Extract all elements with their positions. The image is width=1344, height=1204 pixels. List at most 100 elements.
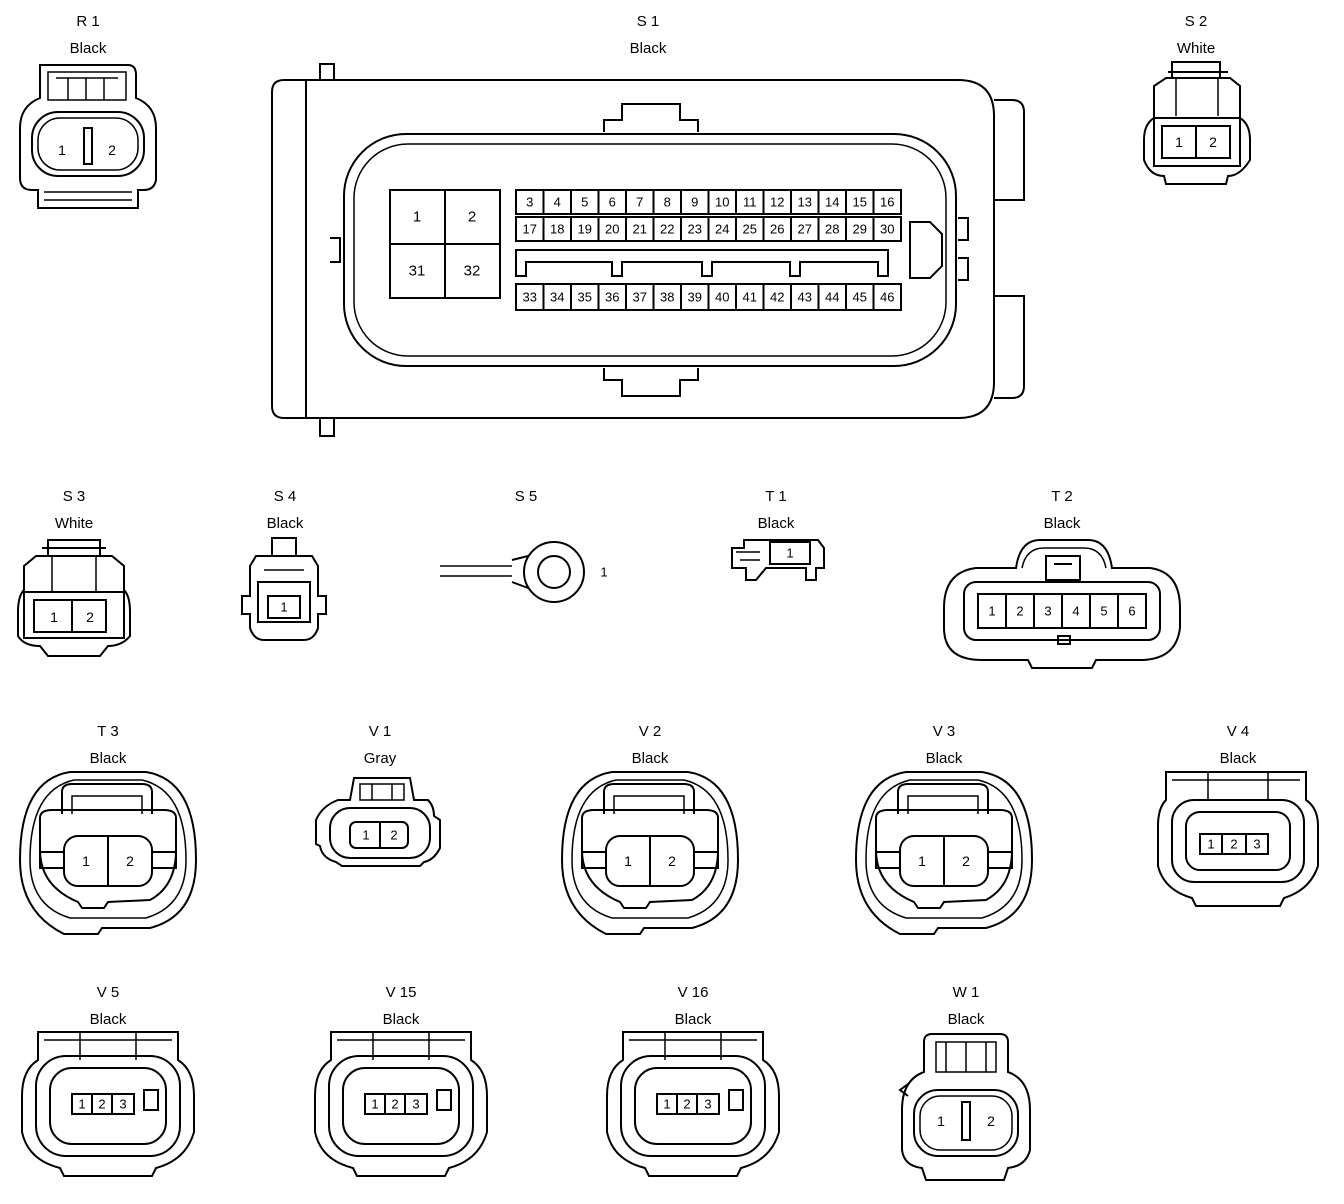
pin: 1 [988, 604, 995, 619]
pin: 35 [578, 290, 592, 305]
pin: 3 [1253, 837, 1260, 852]
pin: 2 [126, 853, 134, 869]
connector-id: V 4 [1227, 723, 1250, 740]
connector-color: Black [90, 750, 127, 767]
pin: 22 [660, 222, 674, 237]
pin: 33 [523, 290, 537, 305]
pin: 2 [86, 609, 94, 625]
pin: 3 [526, 195, 533, 210]
connector-id: V 3 [933, 723, 956, 740]
pin: 31 [409, 263, 426, 280]
pin: 2 [390, 828, 397, 843]
pin: 7 [636, 195, 643, 210]
pin: 45 [853, 290, 867, 305]
pin: 1 [1175, 134, 1183, 150]
pin: 25 [743, 222, 757, 237]
pin: 29 [853, 222, 867, 237]
connector-color: Black [632, 750, 669, 767]
connector-color: Black [758, 515, 795, 532]
connector-color: White [1177, 40, 1215, 57]
connector-id: V 2 [639, 723, 662, 740]
connector-s2: S 2 White 1 2 [1143, 13, 1251, 185]
connector-color: White [55, 515, 93, 532]
connector-id: S 1 [637, 13, 660, 30]
pin: 9 [691, 195, 698, 210]
pin: 2 [987, 1113, 995, 1129]
connector-color: Black [948, 1011, 985, 1028]
connector-r1: R 1 Black 1 2 [19, 13, 157, 209]
connector-v5: V 5 Black 1 2 3 [21, 984, 195, 1177]
connector-v16: V 16 Black 1 2 3 [606, 984, 780, 1177]
connector-id: V 15 [386, 984, 417, 1001]
pin: 1 [280, 600, 287, 615]
pin: 34 [550, 290, 564, 305]
pin: 1 [918, 853, 926, 869]
pin: 4 [554, 195, 561, 210]
connector-id: T 2 [1051, 488, 1072, 505]
pin: 2 [98, 1097, 105, 1112]
connector-color: Black [1044, 515, 1081, 532]
connector-color: Black [926, 750, 963, 767]
connector-id: R 1 [76, 13, 99, 30]
pin: 2 [468, 209, 476, 226]
connector-id: T 1 [765, 488, 786, 505]
connector-w1: W 1 Black 1 2 [898, 984, 1031, 1181]
pin: 17 [523, 222, 537, 237]
pin: 27 [798, 222, 812, 237]
connector-color: Black [630, 40, 667, 57]
pin: 24 [715, 222, 729, 237]
connector-color: Gray [364, 750, 397, 767]
pin: 6 [1128, 604, 1135, 619]
pin: 1 [371, 1097, 378, 1112]
pin: 1 [413, 209, 421, 226]
pin: 1 [1207, 837, 1214, 852]
pin: 1 [937, 1113, 945, 1129]
pin: 20 [605, 222, 619, 237]
pin: 16 [880, 195, 894, 210]
connector-color: Black [675, 1011, 712, 1028]
pin: 36 [605, 290, 619, 305]
connector-v2: V 2 Black 1 2 [560, 723, 740, 935]
connector-id: V 1 [369, 723, 392, 740]
connector-color: Black [1220, 750, 1257, 767]
pin: 28 [825, 222, 839, 237]
pin: 1 [786, 546, 793, 561]
pin: 2 [1209, 134, 1217, 150]
connector-id: V 5 [97, 984, 120, 1001]
pin: 4 [1072, 604, 1079, 619]
pin: 46 [880, 290, 894, 305]
connector-v15: V 15 Black 1 2 3 [314, 984, 488, 1177]
pin: 41 [743, 290, 757, 305]
pin: 43 [798, 290, 812, 305]
pin: 42 [770, 290, 784, 305]
connector-t1: T 1 Black 1 [731, 488, 825, 581]
connector-v3: V 3 Black 1 2 [854, 723, 1034, 935]
pin: 37 [633, 290, 647, 305]
pin: 30 [880, 222, 894, 237]
pin: 2 [683, 1097, 690, 1112]
pin: 23 [688, 222, 702, 237]
connector-color: Black [70, 40, 107, 57]
pin: 5 [1100, 604, 1107, 619]
pin: 1 [663, 1097, 670, 1112]
connector-id: S 3 [63, 488, 86, 505]
connector-id: S 4 [274, 488, 297, 505]
pin: 1 [600, 565, 607, 580]
pin: 1 [58, 142, 66, 158]
pin: 15 [853, 195, 867, 210]
connector-s3: S 3 White 1 2 [17, 488, 131, 657]
pin: 32 [464, 263, 481, 280]
connector-id: V 16 [678, 984, 709, 1001]
connector-s4: S 4 Black 1 [241, 488, 327, 641]
pin: 1 [50, 609, 58, 625]
pin: 14 [825, 195, 839, 210]
pin: 26 [770, 222, 784, 237]
pin: 10 [715, 195, 729, 210]
pin: 1 [362, 828, 369, 843]
pin: 8 [664, 195, 671, 210]
pin: 2 [108, 142, 116, 158]
pin: 2 [668, 853, 676, 869]
connector-id: S 5 [515, 488, 538, 505]
